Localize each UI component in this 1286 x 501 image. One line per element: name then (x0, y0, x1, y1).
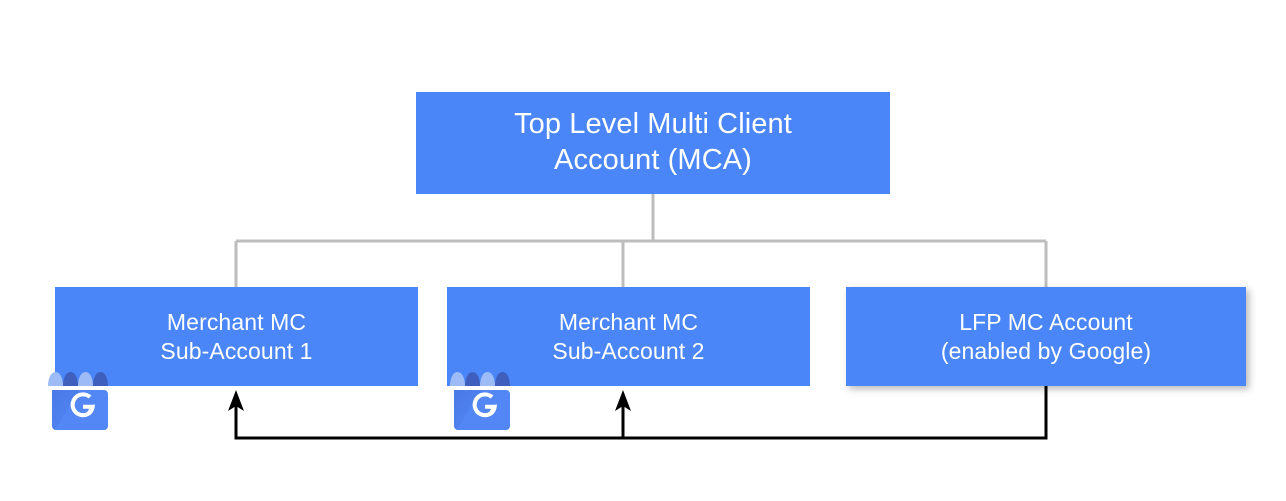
flow-connectors (228, 386, 1048, 440)
node-lfp-mc-account-label: LFP MC Account (enabled by Google) (940, 309, 1152, 364)
node-merchant-mc-sub-account-1-label: Merchant MC Sub-Account 1 (160, 309, 313, 364)
arrowhead-to-sub1 (228, 390, 244, 411)
arrowhead-to-sub2 (615, 390, 631, 411)
node-merchant-mc-sub-account-1[interactable]: Merchant MC Sub-Account 1 (55, 287, 418, 386)
node-top-level-mca[interactable]: Top Level Multi Client Account (MCA) (416, 92, 890, 194)
connector-lfp-flow-path (234, 386, 1048, 440)
node-lfp-mc-account[interactable]: LFP MC Account (enabled by Google) (846, 287, 1246, 386)
node-merchant-mc-sub-account-2-label: Merchant MC Sub-Account 2 (552, 309, 705, 364)
google-my-business-storefront-icon (48, 372, 108, 430)
tree-connectors (234, 194, 1048, 288)
google-my-business-storefront-icon (450, 372, 510, 430)
node-top-level-mca-label: Top Level Multi Client Account (MCA) (514, 108, 792, 176)
node-merchant-mc-sub-account-2[interactable]: Merchant MC Sub-Account 2 (447, 287, 810, 386)
